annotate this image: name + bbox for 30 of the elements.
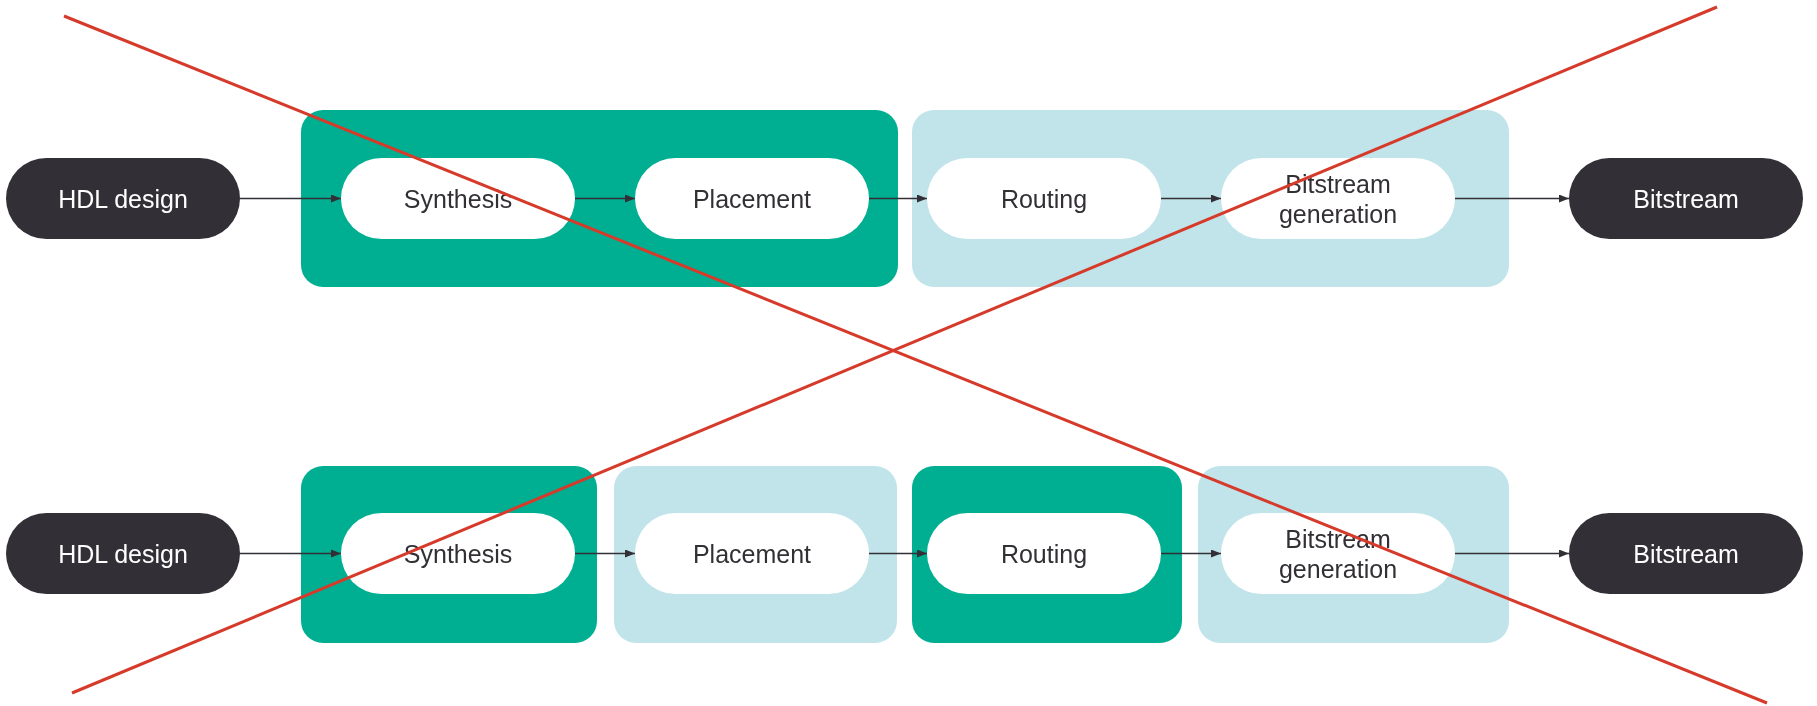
step-label: Routing	[999, 183, 1089, 214]
arrow	[239, 194, 342, 203]
stage-group-panel	[912, 466, 1182, 643]
process-pill	[341, 513, 575, 594]
arrow	[868, 549, 928, 558]
stage-group-panel	[301, 110, 898, 287]
process-pill	[1221, 513, 1455, 594]
arrow	[1160, 194, 1222, 203]
step-label: Synthesis	[402, 538, 514, 569]
step-label: Synthesis	[402, 183, 514, 214]
step-label: Bitstream generation	[1277, 168, 1399, 229]
arrow	[1454, 549, 1570, 558]
step-label: Placement	[691, 538, 813, 569]
arrow	[1454, 194, 1570, 203]
stage-group-panel	[1198, 466, 1509, 643]
stage-group-panel	[301, 466, 597, 643]
arrow	[239, 549, 342, 558]
arrow	[1160, 549, 1222, 558]
step-label: Bitstream	[1632, 183, 1740, 214]
step-label: Bitstream	[1632, 538, 1740, 569]
step-label: Routing	[999, 538, 1089, 569]
arrow	[574, 194, 636, 203]
step-label: Placement	[691, 183, 813, 214]
step-label: HDL design	[57, 183, 189, 214]
stage-group-panel	[912, 110, 1509, 287]
stage-group-panel	[614, 466, 897, 643]
process-pill	[341, 158, 575, 239]
step-label: HDL design	[57, 538, 189, 569]
arrow	[574, 549, 636, 558]
arrow	[868, 194, 928, 203]
